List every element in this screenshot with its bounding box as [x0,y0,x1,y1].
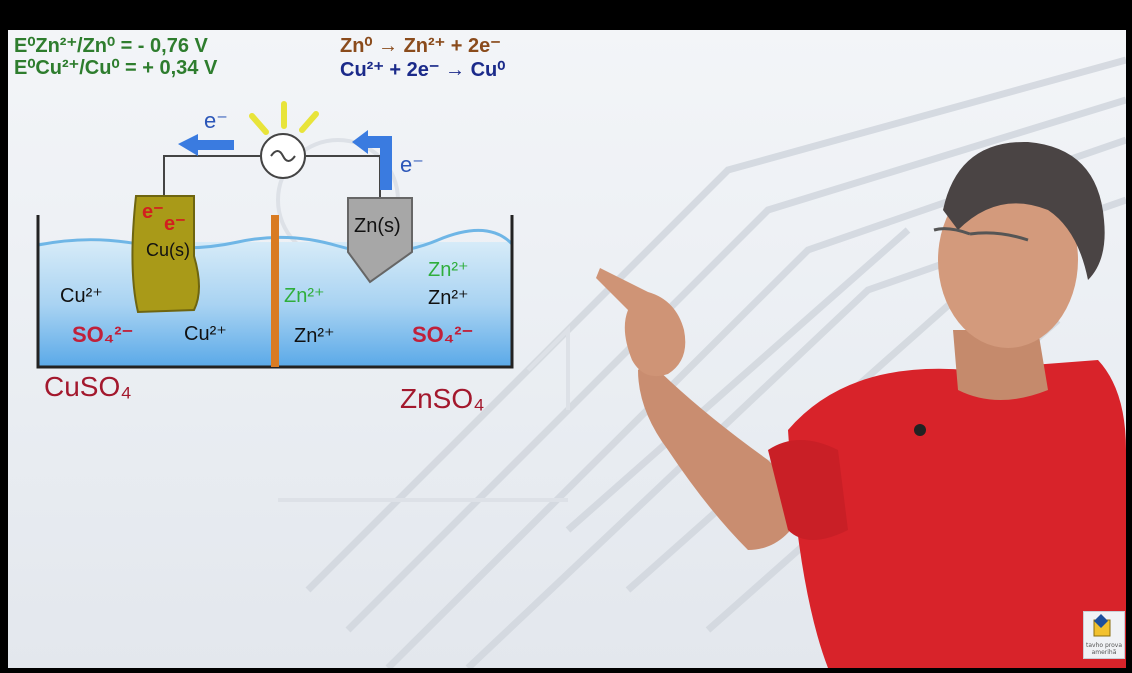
red-shirt [788,360,1126,668]
neck [953,330,1048,400]
ion-so4-left: SO₄²⁻ [72,322,133,347]
bulb-filament [270,150,296,162]
oxidation-equation: Zn⁰ → Zn²⁺ + 2e⁻ [340,35,501,57]
electron-on-cu-1: e⁻ [142,201,164,223]
left-solution-label: CuSO₄ [44,371,132,402]
copper-electrode [131,195,200,314]
electron-label-right: e⁻ [400,152,424,177]
pointing-hand [596,268,686,377]
light-rays [249,101,319,135]
ion-cu-left-2: Cu²⁺ [184,323,227,345]
zinc-electrode [347,197,413,284]
sleeve [768,440,848,540]
potential-zinc: E⁰Zn²⁺/Zn⁰ = - 0,76 V [14,35,209,57]
zn-electrode-label: Zn(s) [354,215,401,237]
electron-on-cu-2: e⁻ [164,213,186,235]
logo-text: tavho prova amerihã [1086,642,1123,656]
channel-logo[interactable]: tavho prova amerihã [1083,611,1125,659]
water-surface [37,229,514,254]
cu-electrode-label: Cu(s) [146,240,190,260]
ion-cu-left-1: Cu²⁺ [60,285,103,307]
lapel-microphone [914,424,926,436]
potential-copper: E⁰Cu²⁺/Cu⁰ = + 0,34 V [14,57,218,79]
ion-zn-right-2: Zn²⁺ [294,325,335,347]
arm [638,360,808,550]
ion-zn-green-mid: Zn²⁺ [284,285,325,307]
galvanic-cell-diagram: E⁰Zn²⁺/Zn⁰ = - 0,76 V E⁰Cu²⁺/Cu⁰ = + 0,3… [14,35,514,414]
reduction-equation: Cu²⁺ + 2e⁻ → Cu⁰ [340,59,505,81]
left-arrow-icon [178,134,234,156]
hair [943,141,1105,280]
diamond-icon [1093,614,1111,637]
glasses [933,227,1029,242]
right-solution-label: ZnSO₄ [400,383,485,414]
electron-label-left: e⁻ [204,108,228,133]
presenter [596,141,1126,668]
corner-arrow-icon [352,130,392,190]
ion-zn-right-1: Zn²⁺ [428,287,469,309]
ion-so4-right: SO₄²⁻ [412,322,473,347]
video-viewport[interactable]: E⁰Zn²⁺/Zn⁰ = - 0,76 V E⁰Cu²⁺/Cu⁰ = + 0,3… [8,30,1126,668]
ion-zn-green-top: Zn²⁺ [428,259,469,281]
porous-membrane [271,215,279,367]
